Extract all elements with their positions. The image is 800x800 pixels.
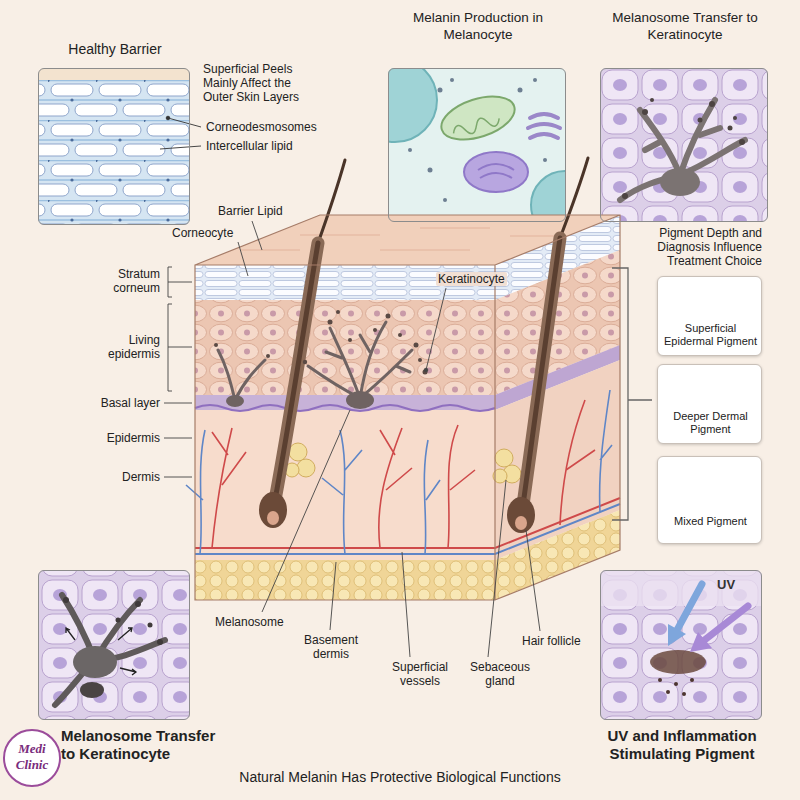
uv-label: UV bbox=[717, 577, 735, 593]
skin-block bbox=[186, 158, 620, 600]
figure-panel: Melanin Production in Melanocyte bbox=[388, 68, 566, 222]
transfer-panel-art bbox=[38, 570, 190, 720]
panel-title: UV and Inflammation Stimulating Pigment bbox=[587, 727, 777, 763]
part-label: Keratinocyte bbox=[436, 272, 507, 286]
figure-panel: UVUV and Inflammation Stimulating Pigmen… bbox=[600, 570, 762, 720]
layer-label: Stratum corneum bbox=[88, 267, 160, 295]
panel-title: Melanin Production in Melanocyte bbox=[408, 9, 548, 43]
card-label: Mixed Pigment bbox=[660, 515, 761, 528]
part-label: Hair follicle bbox=[522, 634, 581, 648]
part-label: Superficial vessels bbox=[384, 660, 456, 688]
figure-panel: Healthy Barrier bbox=[38, 68, 190, 225]
melanocyte-panel-art bbox=[388, 68, 566, 222]
layer-label: Dermis bbox=[70, 470, 160, 484]
pigment-card: Deeper Dermal Pigment bbox=[657, 364, 762, 444]
figure-panel: Melanosome Transfer to Keratinocyte bbox=[38, 570, 190, 720]
layer-label: Basal layer bbox=[70, 396, 160, 410]
uv-panel-art bbox=[600, 570, 762, 720]
logo-text: Medi Clinic bbox=[6, 741, 58, 773]
note-text: Superficial Peels Mainly Affect the Oute… bbox=[203, 62, 315, 104]
part-label: Corneocyte bbox=[172, 226, 233, 240]
card-label: Deeper Dermal Pigment bbox=[660, 410, 761, 436]
logo bbox=[4, 730, 60, 786]
pigment-card: Mixed Pigment bbox=[657, 456, 762, 544]
part-label: Sebaceous gland bbox=[466, 660, 534, 688]
group-heading: Pigment Depth and Diagnosis Influence Tr… bbox=[637, 226, 762, 268]
part-label: Intercellular lipid bbox=[206, 139, 293, 153]
barrier-panel-art bbox=[38, 68, 190, 225]
panel-title: Healthy Barrier bbox=[39, 41, 191, 58]
part-label: Basement dermis bbox=[298, 633, 364, 661]
pigment-card: Superficial Epidermal Pigment bbox=[657, 276, 762, 356]
bracket bbox=[612, 268, 652, 520]
part-label: Melanosome bbox=[215, 615, 284, 629]
transfer-panel-art bbox=[600, 68, 768, 222]
layer-label: Living epidermis bbox=[88, 333, 160, 361]
layer-label: Epidermis bbox=[70, 431, 160, 445]
panel-title: Melanosome Transfer to Keratinocyte bbox=[61, 727, 226, 763]
leader-lines bbox=[164, 221, 540, 657]
part-label: Corneodesmosomes bbox=[206, 120, 317, 134]
panel-title: Melanosome Transfer to Keratinocyte bbox=[610, 9, 760, 43]
barrier-leaders bbox=[160, 116, 201, 149]
card-label: Superficial Epidermal Pigment bbox=[660, 322, 761, 348]
figure-panel: Melanosome Transfer to Keratinocyte bbox=[600, 68, 768, 222]
part-label: Barrier Lipid bbox=[218, 204, 283, 218]
caption: Natural Melanin Has Protective Biologica… bbox=[225, 769, 575, 786]
